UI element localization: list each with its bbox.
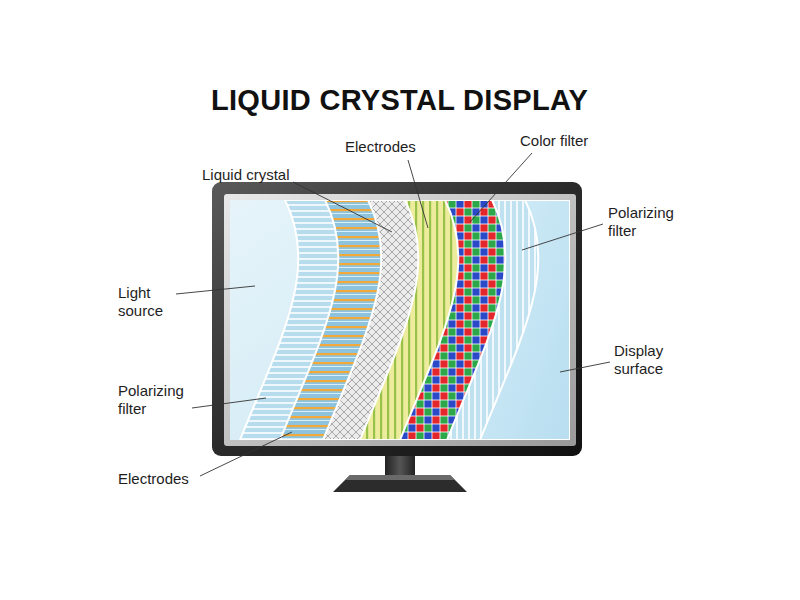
part-label: Electrodes: [118, 470, 189, 488]
diagram-title: LIQUID CRYSTAL DISPLAY: [211, 84, 588, 117]
part-label: Electrodes: [345, 138, 416, 156]
part-label: Polarizing filter: [608, 204, 690, 240]
leader-lines: [176, 153, 610, 476]
monitor-frame: [212, 182, 582, 456]
part-label: Polarizing filter: [118, 382, 200, 418]
lcd-layers: [230, 200, 570, 440]
monitor-bezel: [224, 194, 576, 446]
part-label: Color filter: [520, 132, 588, 150]
part-label: Liquid crystal: [202, 166, 290, 184]
part-label: Light source: [118, 284, 174, 320]
part-label: Display surface: [614, 342, 684, 378]
monitor-stand: [333, 452, 467, 492]
